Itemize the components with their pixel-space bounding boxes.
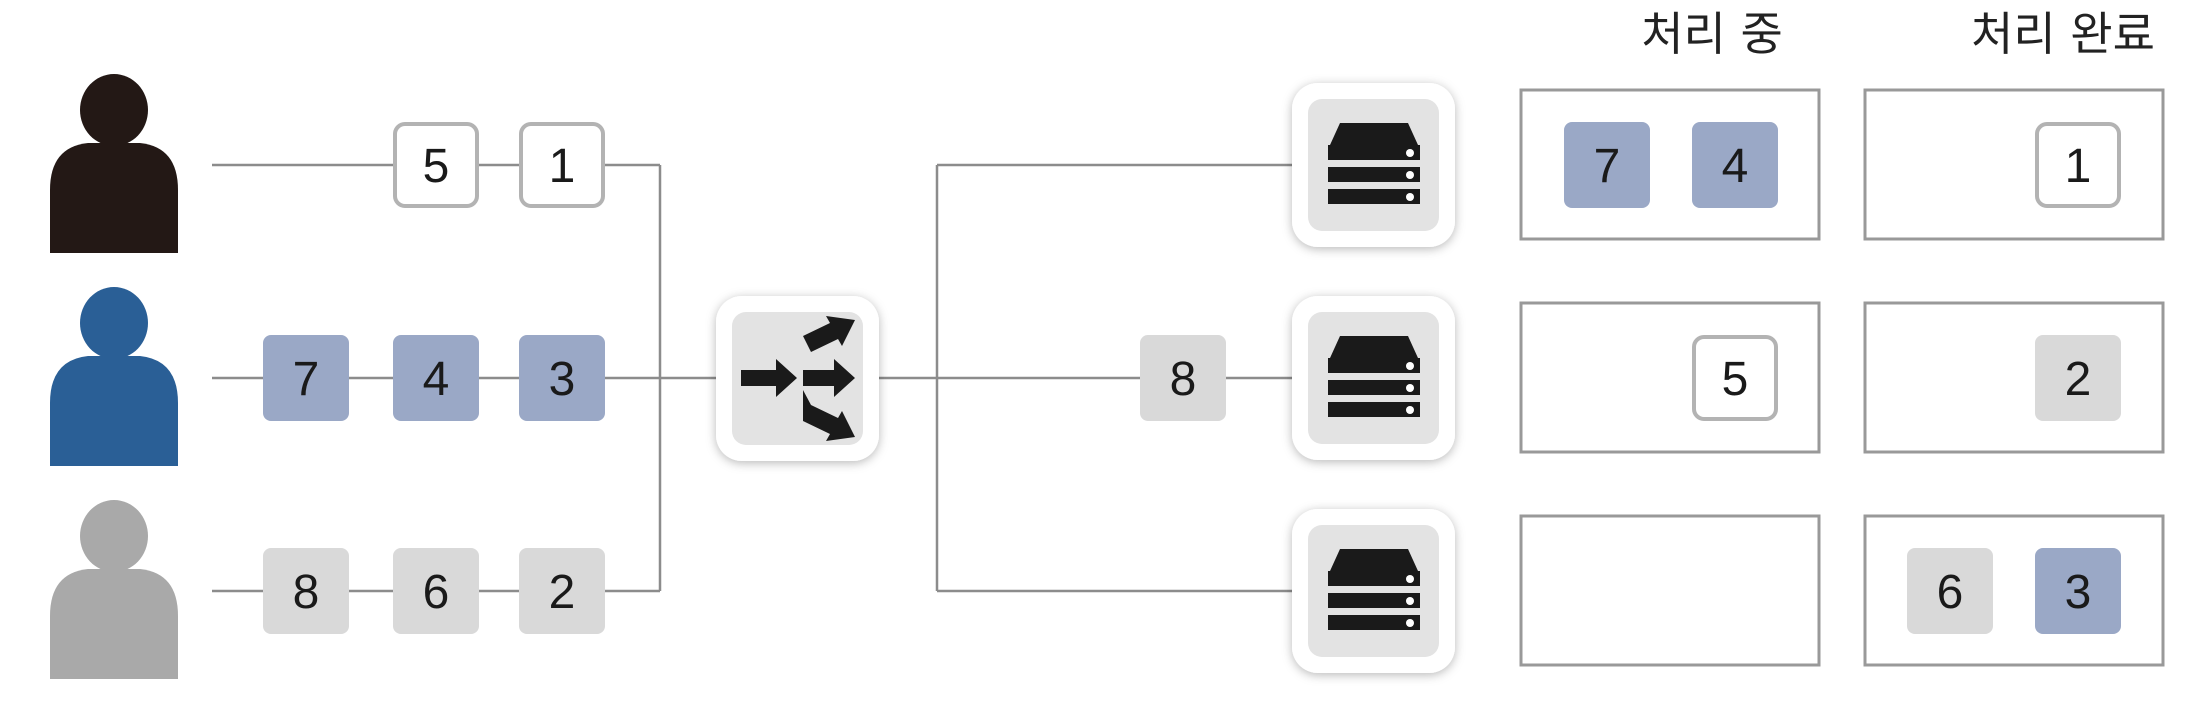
token-label: 4 xyxy=(423,353,450,406)
token-label: 2 xyxy=(2065,353,2092,406)
token-label: 2 xyxy=(549,566,576,619)
request-token: 2 xyxy=(519,548,605,634)
token-label: 8 xyxy=(293,566,320,619)
server-3 xyxy=(1292,509,1455,673)
processing-token: 5 xyxy=(1692,335,1778,421)
server-icon xyxy=(1328,336,1420,417)
token-label: 1 xyxy=(549,140,576,193)
processing-box-3 xyxy=(1519,514,1821,667)
header-done: 처리 완료 xyxy=(1971,7,2155,61)
done-token: 6 xyxy=(1907,548,1993,634)
header-processing: 처리 중 xyxy=(1641,7,1783,61)
token-label: 8 xyxy=(1170,353,1197,406)
processing-box-2: 5 xyxy=(1519,301,1821,454)
request-token: 3 xyxy=(519,335,605,421)
server-1 xyxy=(1292,83,1455,247)
token-label: 1 xyxy=(2065,140,2092,193)
done-token: 3 xyxy=(2035,548,2121,634)
done-token: 2 xyxy=(2035,335,2121,421)
token-label: 3 xyxy=(549,353,576,406)
token-label: 7 xyxy=(293,353,320,406)
done-token: 1 xyxy=(2035,122,2121,208)
processing-token: 7 xyxy=(1564,122,1650,208)
user-gray-icon xyxy=(50,500,178,679)
request-token: 8 xyxy=(263,548,349,634)
request-token: 6 xyxy=(393,548,479,634)
token-label: 3 xyxy=(2065,566,2092,619)
token-label: 5 xyxy=(1722,353,1749,406)
request-token: 1 xyxy=(519,122,605,208)
done-box-2: 2 xyxy=(1863,301,2165,454)
request-token: 4 xyxy=(393,335,479,421)
server-icon xyxy=(1328,123,1420,204)
load-balancer xyxy=(716,296,879,461)
token-label: 7 xyxy=(1594,140,1621,193)
server-2 xyxy=(1292,296,1455,460)
token-label: 4 xyxy=(1722,140,1749,193)
user-black-icon xyxy=(50,74,178,253)
processing-token: 4 xyxy=(1692,122,1778,208)
in-transit-token: 8 xyxy=(1140,335,1226,421)
request-token: 5 xyxy=(393,122,479,208)
request-token: 7 xyxy=(263,335,349,421)
load-balancer-arrows-icon xyxy=(741,316,855,441)
token-label: 5 xyxy=(423,140,450,193)
done-box-1: 1 xyxy=(1863,88,2165,241)
user-blue-icon xyxy=(50,287,178,466)
token-label: 6 xyxy=(1937,566,1964,619)
token-label: 6 xyxy=(423,566,450,619)
server-icon xyxy=(1328,549,1420,630)
